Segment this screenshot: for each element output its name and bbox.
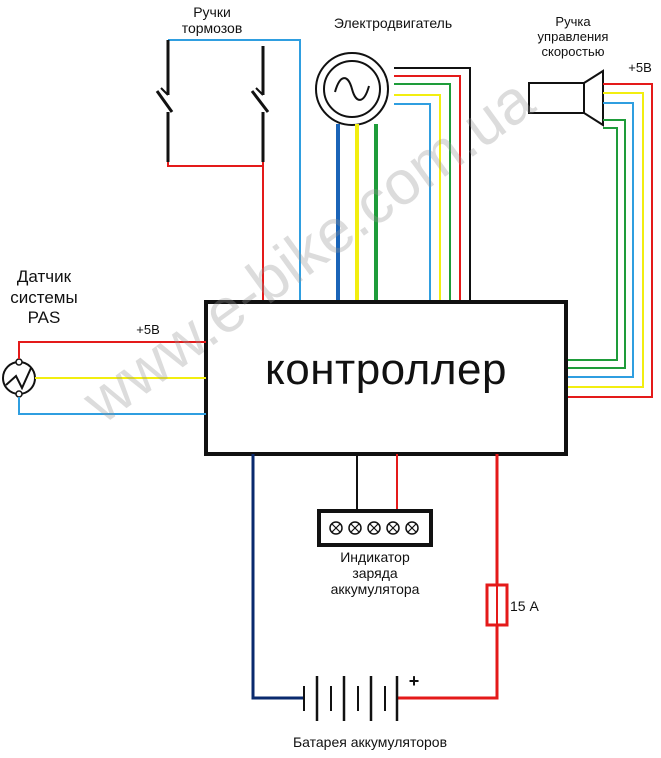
pas-wires [18,341,206,415]
throttle-voltage-label: +5В [628,60,652,75]
pas-sensor-symbol [2,358,36,398]
battery-label: Батарея аккумуляторов [292,734,448,750]
charge-indicator-label: Индикатор заряда аккумулятора [330,549,420,598]
battery-plus-label: + [408,671,420,691]
throttle-wires [566,83,653,398]
battery-symbol [303,676,399,721]
pas-voltage-label: +5В [136,322,160,337]
brake-red-link [167,162,264,167]
brake-signal-wire [168,39,301,302]
battery-positive-wire-lower [397,625,499,700]
ac-wave-icon [334,77,370,101]
battery-negative-wire [251,454,304,700]
throttle-label: Ручка управления скоростью [537,14,609,59]
brake-handles [155,46,270,162]
indicator-led-crosses [331,523,417,533]
controller-label: контроллер [265,345,507,394]
throttle-body [583,69,604,127]
motor-hall-wires [394,67,471,302]
throttle-grip [528,82,585,114]
brake-handles-label: Ручки тормозов [181,4,243,37]
motor-label: Электродвигатель [333,15,453,31]
controller-box [204,300,568,456]
fuse-label: 15 А [510,598,539,614]
pas-sensor-label: Датчик системы PAS [10,267,78,328]
